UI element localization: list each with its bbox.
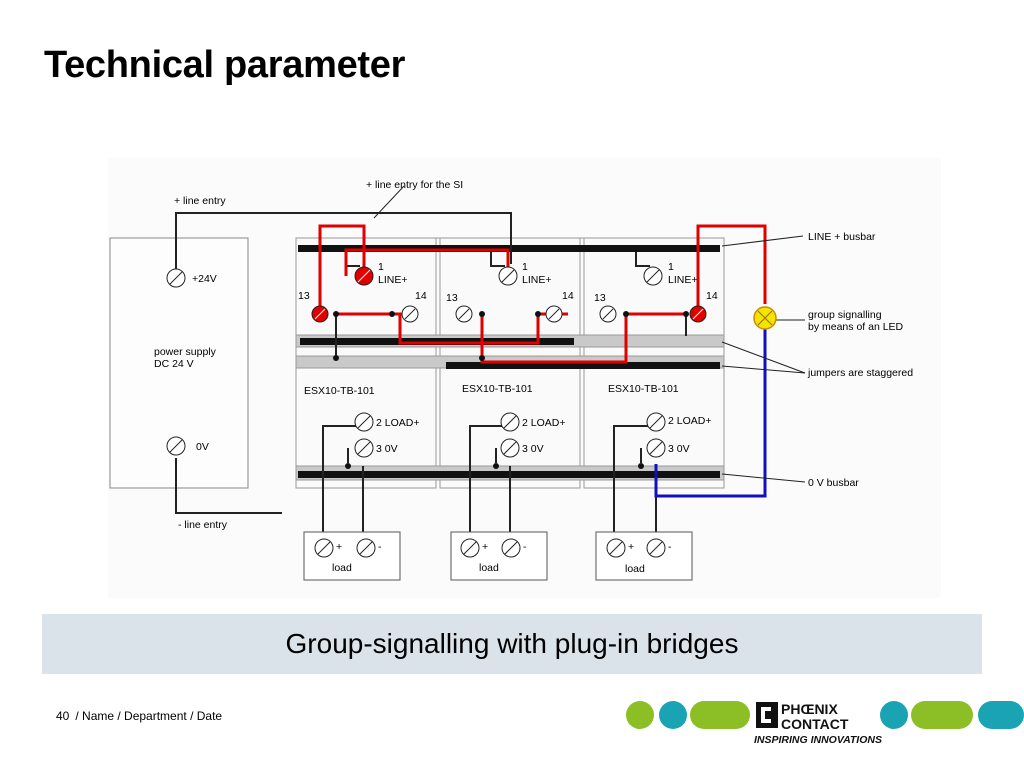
load-3-minus: - [668, 541, 672, 553]
module-1-load-plus: 2 LOAD+ [376, 417, 419, 429]
annotation-jumpers: jumpers are staggered [807, 367, 913, 379]
logo-pill-green [690, 701, 750, 729]
module-3-term1-num: 1 [668, 261, 674, 273]
slide-footer: 40 / Name / Department / Date [56, 709, 228, 723]
load-2-plus: + [482, 541, 488, 553]
logo-mark-icon [756, 702, 778, 728]
annotation-arrows [373, 185, 806, 483]
logo-brand-line-1: PHŒNIX [781, 701, 838, 717]
annotation-line-entry-minus: - line entry [178, 519, 228, 531]
terminals [166, 266, 707, 558]
ps-plus-label: +24V [192, 273, 217, 285]
terminal-icon [356, 538, 376, 558]
module-3-right-num: 14 [706, 290, 718, 302]
logo-dot-teal-2 [880, 701, 908, 729]
module-3-name: ESX10-TB-101 [608, 383, 679, 395]
module-2-term1-num: 1 [522, 261, 528, 273]
annotation-group-signalling-1: group signalling [808, 309, 882, 321]
load-1-label: load [332, 562, 352, 574]
terminal-icon [166, 268, 186, 288]
logo-dot-teal-1 [659, 701, 687, 729]
led-icon [753, 306, 777, 330]
load-1-minus: - [378, 541, 382, 553]
annotation-zero-busbar: 0 V busbar [808, 477, 859, 489]
annotation-group-signalling-2: by means of an LED [808, 321, 904, 333]
terminal-icon [166, 436, 186, 456]
annotation-line-entry-si: + line entry for the SI [366, 179, 463, 191]
terminal-icon [354, 412, 374, 432]
module-2-left-num: 13 [446, 292, 458, 304]
junction-dots [333, 311, 689, 469]
annotation-line-busbar: LINE + busbar [808, 231, 876, 243]
terminal-icon [311, 305, 329, 323]
load-2-label: load [479, 562, 499, 574]
module-2-load-zero: 3 0V [522, 443, 544, 455]
terminal-icon [689, 305, 707, 323]
terminal-icon [500, 438, 520, 458]
wiring-diagram-svg: + line entry + line entry for the SI - l… [109, 179, 913, 581]
terminal-icon [646, 412, 666, 432]
module-2-load-plus: 2 LOAD+ [522, 417, 565, 429]
jumper-2 [446, 362, 720, 369]
terminal-icon [460, 538, 480, 558]
terminal-icon [545, 305, 563, 323]
terminal-icon [646, 438, 666, 458]
ps-label-2: DC 24 V [154, 358, 194, 370]
terminal-icon [500, 412, 520, 432]
module-3-load-zero: 3 0V [668, 443, 690, 455]
load-box-1 [303, 531, 401, 581]
footer-text: / Name / Department / Date [75, 709, 223, 723]
terminal-icon [599, 305, 617, 323]
terminal-icon [354, 266, 374, 286]
terminal-icon [354, 438, 374, 458]
ps-label-1: power supply [154, 346, 217, 358]
module-1-load-zero: 3 0V [376, 443, 398, 455]
module-3-term1-label: LINE+ [668, 274, 697, 286]
logo-dot-green-1 [626, 701, 654, 729]
module-1-right-num: 14 [415, 290, 427, 302]
load-3-label: load [625, 563, 645, 575]
load-3-plus: + [628, 541, 634, 553]
terminal-icon [501, 538, 521, 558]
load-1-plus: + [336, 541, 342, 553]
module-3-left-num: 13 [594, 292, 606, 304]
terminal-icon [455, 305, 473, 323]
blue-wire [654, 326, 767, 498]
module-1-term1-label: LINE+ [378, 274, 407, 286]
slide-title: Technical parameter [44, 44, 406, 86]
logo-tagline: INSPIRING INNOVATIONS [754, 734, 882, 746]
logo-pill-teal [978, 701, 1024, 729]
terminal-icon [314, 538, 334, 558]
phoenix-contact-logo: PHŒNIX CONTACT INSPIRING INNOVATIONS [626, 698, 1024, 748]
module-1-left-num: 13 [298, 290, 310, 302]
logo-pill-green-2 [911, 701, 973, 729]
load-2-minus: - [523, 541, 527, 553]
module-1-term1-num: 1 [378, 261, 384, 273]
caption-text: Group-signalling with plug-in bridges [285, 628, 739, 659]
module-2-right-num: 14 [562, 290, 574, 302]
ps-zero-label: 0V [196, 441, 209, 453]
module-1-name: ESX10-TB-101 [304, 385, 375, 397]
terminal-icon [498, 266, 518, 286]
terminal-icon [646, 538, 666, 558]
caption-bar: Group-signalling with plug-in bridges [42, 614, 982, 674]
module-2-term1-label: LINE+ [522, 274, 551, 286]
red-wires [318, 224, 767, 364]
module-2-name: ESX10-TB-101 [462, 383, 533, 395]
terminal-icon [401, 305, 419, 323]
terminal-icon [643, 266, 663, 286]
terminal-icon [606, 538, 626, 558]
logo-svg: PHŒNIX CONTACT INSPIRING INNOVATIONS [626, 701, 1024, 746]
wiring-diagram: + line entry + line entry for the SI - l… [108, 158, 941, 598]
module-3-load-plus: 2 LOAD+ [668, 415, 711, 427]
logo-brand-line-2: CONTACT [781, 716, 849, 732]
page-number: 40 [56, 709, 70, 723]
annotation-line-entry-plus: + line entry [174, 195, 226, 207]
